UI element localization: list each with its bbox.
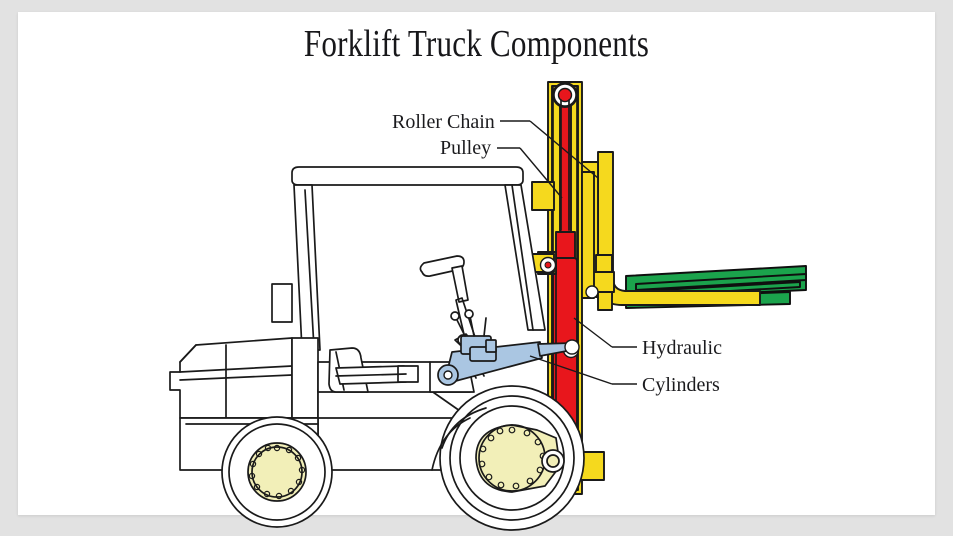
page-title: Forklift Truck Components: [303, 23, 650, 65]
label-pulley: Pulley: [440, 137, 492, 159]
label-hydraulic: Hydraulic: [642, 337, 722, 359]
label-roller-chain: Roller Chain: [392, 111, 495, 133]
label-cylinders: Cylinders: [642, 374, 720, 396]
leader-lines: [497, 120, 637, 385]
tilt-cylinder: [437, 309, 580, 386]
pulley-sheave: [552, 82, 578, 108]
rear-wheel: [221, 416, 333, 528]
front-wheel: [431, 385, 585, 531]
roller-chain: [560, 99, 570, 231]
